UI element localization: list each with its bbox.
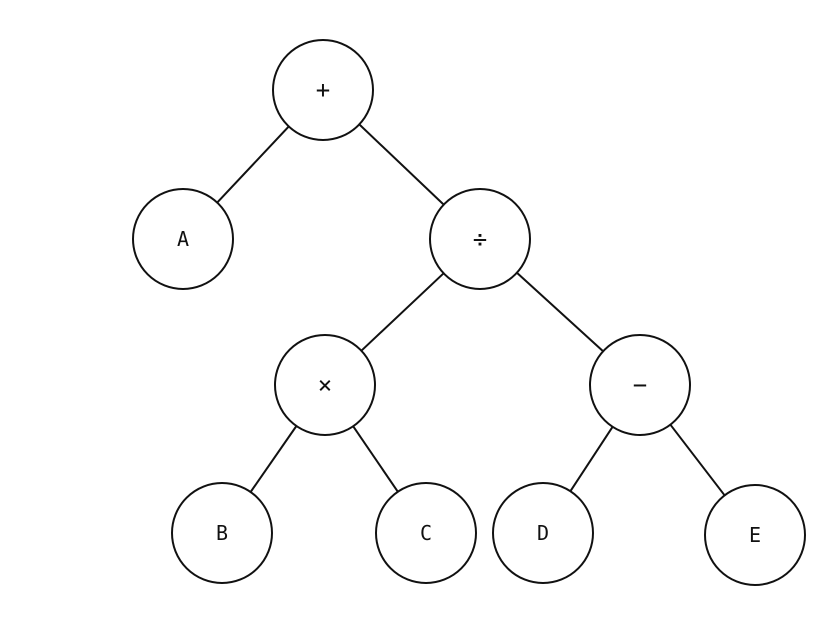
node-divide-label: ÷	[473, 225, 487, 253]
node-minus-label: −	[633, 371, 647, 399]
edge-multiply-to-b	[249, 425, 298, 493]
node-multiply-circle	[274, 334, 376, 436]
node-multiply-label: ×	[318, 371, 332, 399]
node-root-label: +	[316, 76, 330, 104]
node-a: A	[132, 188, 234, 290]
node-b: B	[171, 482, 273, 584]
edge-minus-to-e	[669, 424, 726, 496]
node-a-circle	[132, 188, 234, 290]
node-c-circle	[375, 482, 477, 584]
node-e-label: E	[749, 523, 761, 547]
node-d: D	[492, 482, 594, 584]
edge-divide-to-minus	[516, 271, 604, 353]
node-divide-circle	[429, 188, 531, 290]
tree-nodes: + A ÷ × − B C D	[132, 39, 806, 586]
node-minus: −	[589, 334, 691, 436]
node-minus-circle	[589, 334, 691, 436]
node-root-circle	[272, 39, 374, 141]
node-c-label: C	[420, 521, 432, 545]
node-b-label: B	[216, 521, 228, 545]
node-divide: ÷	[429, 188, 531, 290]
node-c: C	[375, 482, 477, 584]
node-a-label: A	[177, 227, 189, 251]
node-root-plus: +	[272, 39, 374, 141]
tree-edges	[216, 123, 726, 496]
edge-multiply-to-c	[352, 425, 399, 493]
edge-minus-to-d	[569, 426, 614, 492]
node-b-circle	[171, 482, 273, 584]
edge-root-to-divide	[358, 123, 445, 206]
node-d-circle	[492, 482, 594, 584]
node-multiply: ×	[274, 334, 376, 436]
node-e: E	[704, 484, 806, 586]
node-e-circle	[704, 484, 806, 586]
node-d-label: D	[537, 521, 549, 545]
edge-root-to-a	[216, 125, 290, 204]
edge-divide-to-multiply	[360, 272, 445, 352]
